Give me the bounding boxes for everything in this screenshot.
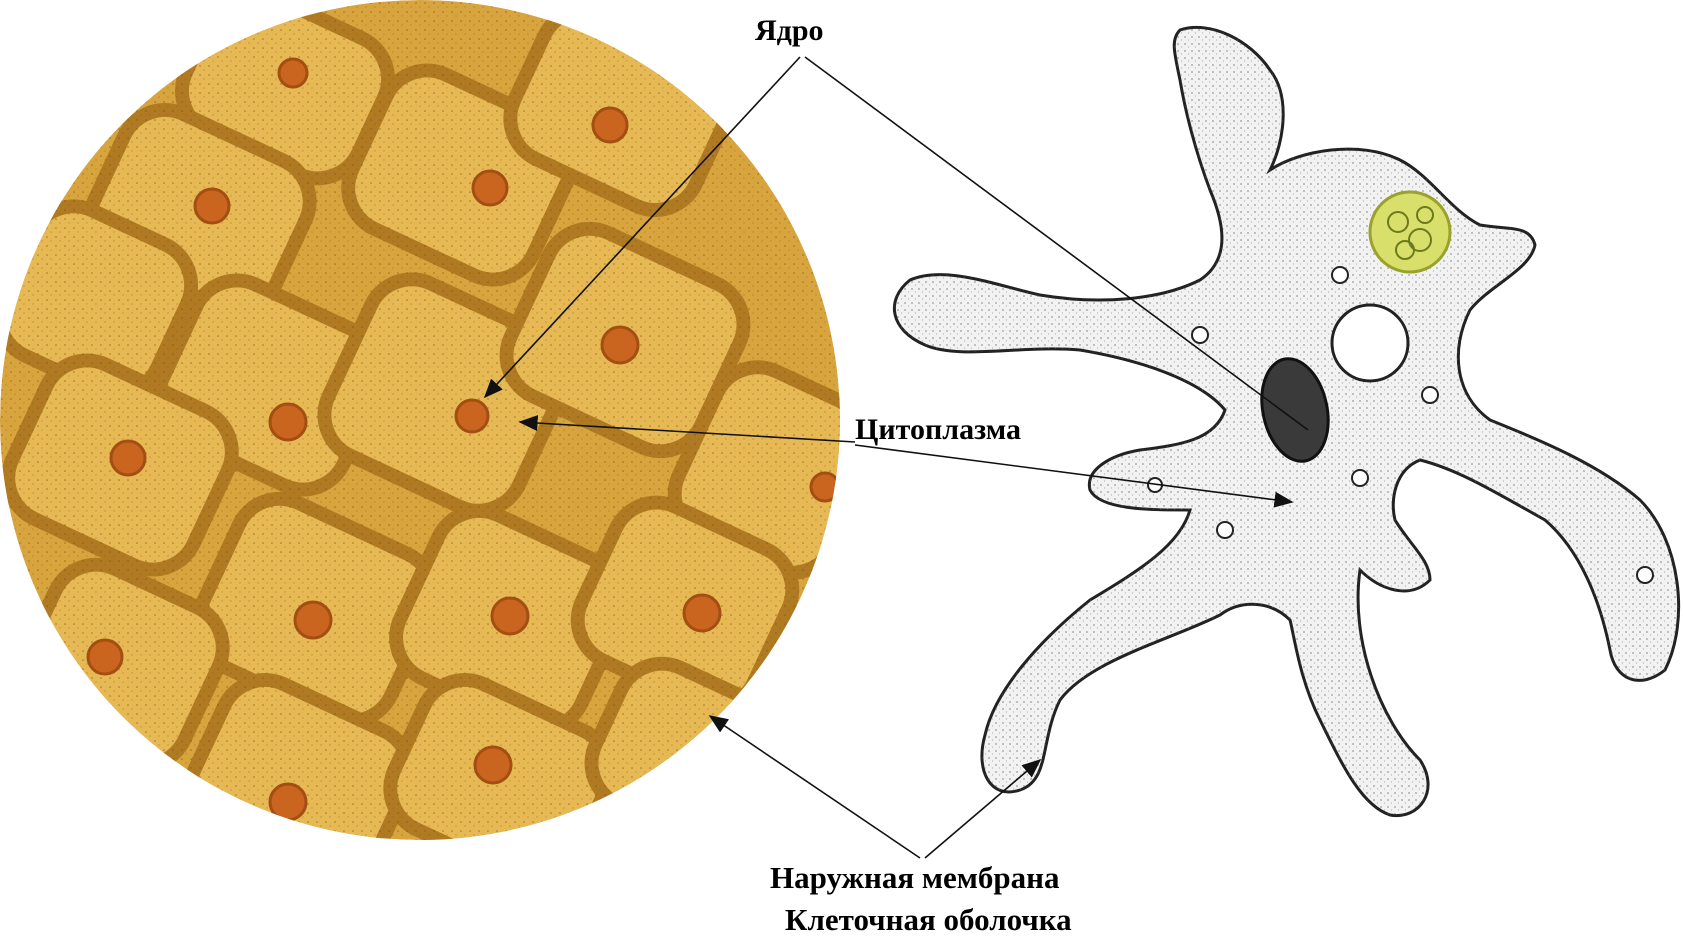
label-outer-membrane: Наружная мембрана	[770, 860, 1060, 896]
wall-arrow-plant	[710, 716, 920, 858]
plant-cells-micrograph	[0, 0, 890, 895]
label-cytoplasm: Цитоплазма	[855, 413, 1021, 447]
label-nucleus: Ядро	[755, 14, 824, 48]
food-vacuole	[1370, 192, 1450, 272]
contractile-vacuole	[1332, 305, 1408, 381]
label-cell-wall: Клеточная оболочка	[785, 902, 1072, 938]
membrane-arrow-amoeba	[925, 760, 1040, 858]
